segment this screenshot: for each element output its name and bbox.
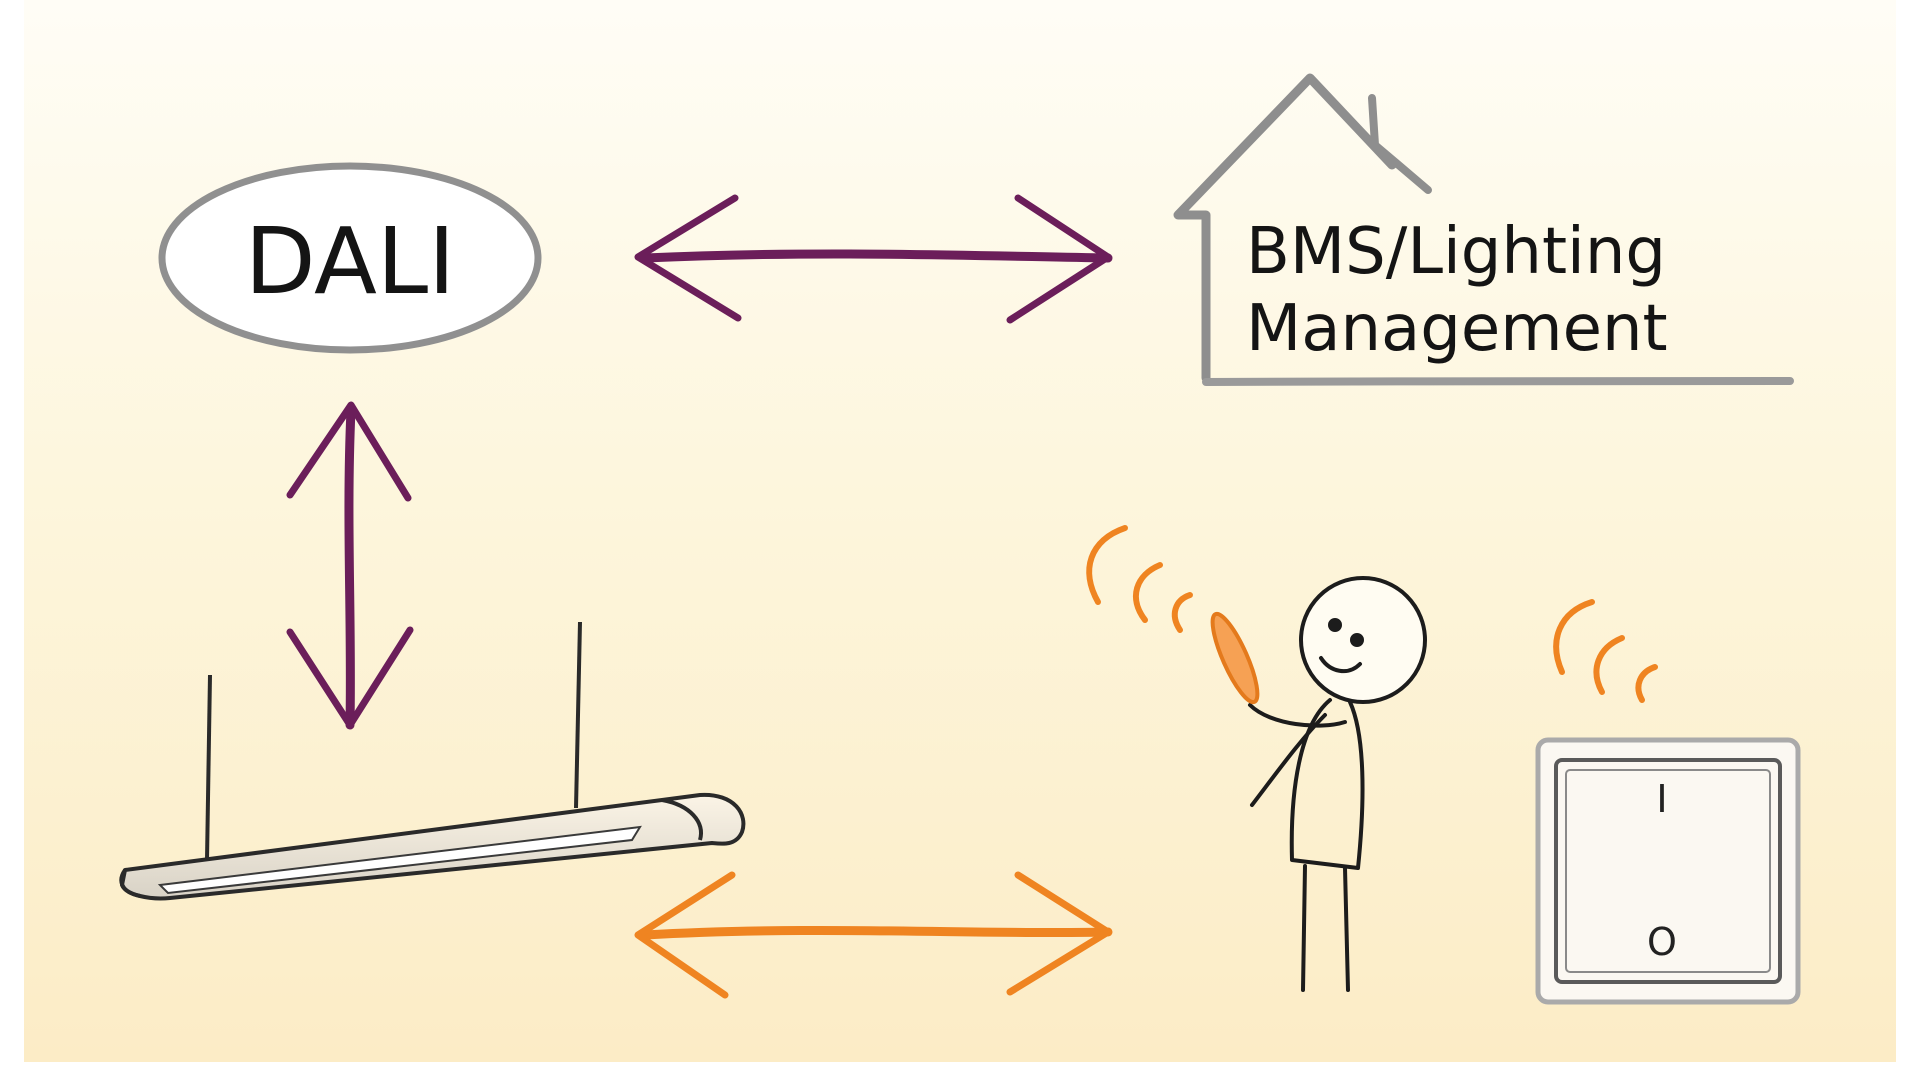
dali-luminaire-double-arrow xyxy=(286,401,414,730)
person-eye-left xyxy=(1328,618,1342,632)
wireless-signal-icon xyxy=(1086,525,1193,633)
luminaire-end-cap xyxy=(661,798,703,841)
wireless-signal-icon xyxy=(1553,599,1658,703)
remote-control-icon xyxy=(1210,611,1260,705)
stick-figure-person-icon xyxy=(1248,576,1427,992)
arrow-head-right xyxy=(1006,871,1112,996)
dali-label: DALI xyxy=(245,208,456,315)
signal-wave xyxy=(1593,635,1625,695)
dali-node: DALI xyxy=(158,162,542,354)
signal-wave xyxy=(1086,525,1128,605)
bms-label-line2: Management xyxy=(1246,292,1668,366)
signal-wave xyxy=(1171,592,1193,633)
person-leg-left xyxy=(1301,864,1307,992)
signal-wave xyxy=(1553,599,1595,675)
switch-on-mark: I xyxy=(1656,777,1667,821)
luminaire-diffuser xyxy=(157,825,642,895)
arrow-head-up xyxy=(286,401,412,502)
arrow-shaft xyxy=(640,925,1113,940)
house-chimney-icon xyxy=(1368,94,1432,194)
signal-wave xyxy=(1635,664,1658,703)
person-leg-right xyxy=(1343,866,1350,992)
bms-node: BMS/Lighting Management xyxy=(1173,73,1794,386)
wireless-double-arrow xyxy=(634,871,1113,999)
arrow-head-down xyxy=(286,626,414,729)
arrow-shaft xyxy=(344,405,356,730)
arrow-head-right xyxy=(1006,194,1112,324)
person-arm-right xyxy=(1248,703,1347,728)
person-eye-right xyxy=(1350,633,1364,647)
switch-rocker xyxy=(1554,758,1782,984)
switch-plate xyxy=(1535,737,1801,1005)
arrow-shaft xyxy=(640,249,1113,263)
signal-wave xyxy=(1133,562,1163,623)
switch-rocker-inner xyxy=(1565,769,1771,973)
person-smile xyxy=(1319,656,1362,674)
arrow-head-left xyxy=(634,871,736,999)
pendant-luminaire-icon xyxy=(119,621,746,901)
switch-off-mark: O xyxy=(1647,920,1677,964)
suspension-wire-left xyxy=(205,674,212,861)
dali-oval xyxy=(158,162,542,354)
luminaire-left-end xyxy=(119,868,141,898)
arrow-head-left xyxy=(634,194,742,322)
house-base-line xyxy=(1202,377,1794,386)
dali-bms-double-arrow xyxy=(634,194,1113,324)
suspension-wire-right xyxy=(574,621,582,809)
house-outline-icon xyxy=(1173,73,1397,383)
person-arm-left xyxy=(1250,713,1327,807)
bms-label-line1: BMS/Lighting xyxy=(1246,215,1666,289)
wall-switch-icon: I O xyxy=(1535,737,1801,1005)
